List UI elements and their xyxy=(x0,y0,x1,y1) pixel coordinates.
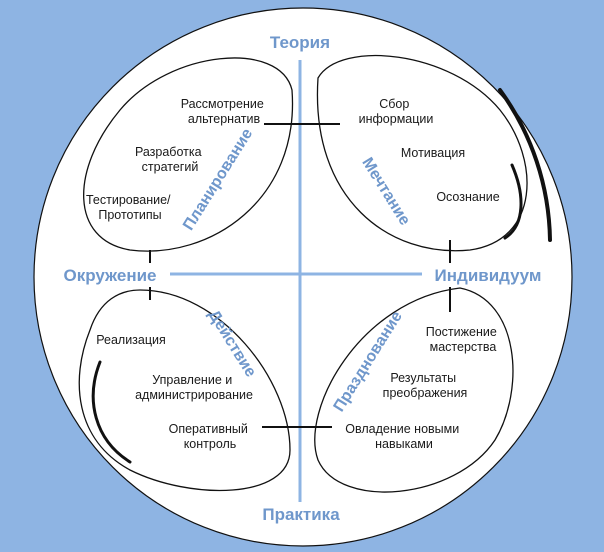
dreaming-item-1-text-line2: информации xyxy=(359,112,434,126)
celebration-item-2-text: Результаты xyxy=(390,371,456,385)
action-item-3: Оперативный контроль xyxy=(169,422,252,451)
celebration-item-2: Результаты преображения xyxy=(383,371,468,400)
petal-action xyxy=(78,289,291,492)
axis-left-bg xyxy=(52,263,170,287)
outer-circle xyxy=(33,7,573,547)
celebration-item-1-text: Постижение xyxy=(426,325,497,339)
axis-top-bg xyxy=(255,30,345,54)
planning-item-3-text: Тестирование/ xyxy=(86,193,171,207)
dreaming-item-3: Осознание xyxy=(436,190,499,204)
planning-item-3-text-line2: Прототипы xyxy=(98,208,161,222)
axis-right-bg xyxy=(422,263,554,287)
axis-label-left: Окружение xyxy=(63,266,156,285)
celebration-item-2-text-line2: преображения xyxy=(383,386,468,400)
planning-item-2-text-line2: стратегий xyxy=(142,160,199,174)
axis-label-bottom: Практика xyxy=(262,505,340,524)
petal-celebration xyxy=(314,287,514,493)
planning-item-1-text-line2: альтернатив xyxy=(188,112,261,126)
dreaming-item-2-text: Мотивация xyxy=(401,146,465,160)
celebration-item-1-text-line2: мастерства xyxy=(430,340,497,354)
action-item-2: Управление и администрирование xyxy=(135,373,253,402)
action-item-2-text-line2: администрирование xyxy=(135,388,253,402)
petal-planning xyxy=(83,57,294,252)
dreaming-thick-arc xyxy=(503,163,523,240)
planning-item-1-text: Рассмотрение xyxy=(181,97,264,111)
dreaming-item-1-text: Сбор xyxy=(379,97,409,111)
dreaming-item-1: Сбор информации xyxy=(359,97,434,126)
petal-dreaming xyxy=(316,54,528,252)
action-thick-arc xyxy=(91,360,132,464)
planning-item-2-text: Разработка xyxy=(135,145,202,159)
action-item-3-text-line2: контроль xyxy=(184,437,237,451)
planning-item-2: Разработка стратегий xyxy=(135,145,205,174)
axis-label-top: Теория xyxy=(270,33,330,52)
action-item-1: Реализация xyxy=(96,333,166,347)
planning-item-1: Рассмотрение альтернатив xyxy=(181,97,268,126)
celebration-item-3-text: Овладение новыми xyxy=(345,422,459,436)
outer-progress-arc xyxy=(498,88,552,242)
celebration-item-1: Постижение мастерства xyxy=(426,325,501,354)
celebration-item-3-text-line2: навыками xyxy=(375,437,433,451)
axis-bottom-bg xyxy=(246,502,356,526)
dreaming-item-2: Мотивация xyxy=(401,146,465,160)
axis-label-right: Индивидуум xyxy=(435,266,542,285)
action-item-2-text: Управление и xyxy=(152,373,232,387)
action-item-1-text: Реализация xyxy=(96,333,166,347)
planning-item-3: Тестирование/ Прототипы xyxy=(86,193,174,222)
celebration-item-3: Овладение новыми навыками xyxy=(345,422,462,451)
action-item-3-text: Оперативный xyxy=(169,422,248,436)
dreaming-item-3-text: Осознание xyxy=(436,190,499,204)
